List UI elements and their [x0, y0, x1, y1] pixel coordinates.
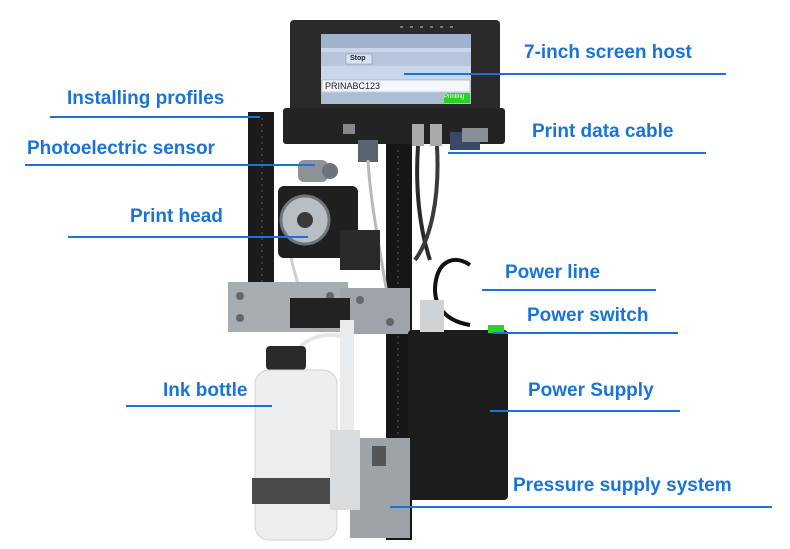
leader-power-supply: [490, 410, 680, 412]
stop-button[interactable]: Stop: [350, 55, 366, 62]
label-power-line: Power line: [505, 262, 601, 283]
leader-ink-bottle: [126, 405, 272, 407]
status-text: Printing: [444, 94, 465, 100]
label-installing-profiles: Installing profiles: [67, 88, 225, 109]
leader-print-head: [68, 236, 308, 238]
leader-screen-host: [404, 73, 726, 75]
label-print-data-cable: Print data cable: [532, 121, 674, 142]
label-pressure-supply: Pressure supply system: [513, 475, 732, 496]
leader-installing-profiles: [50, 116, 260, 118]
screen-host-base: [283, 108, 505, 144]
label-ink-bottle: Ink bottle: [163, 380, 248, 401]
leader-photoelectric-sensor: [25, 164, 315, 166]
label-print-head: Print head: [130, 206, 223, 227]
label-screen-host: 7-inch screen host: [524, 42, 692, 63]
leader-power-switch: [494, 332, 678, 334]
label-power-switch: Power switch: [527, 305, 649, 326]
leader-power-line: [482, 289, 656, 291]
message-text: PRINABC123: [325, 81, 381, 91]
leader-pressure-supply: [390, 506, 772, 508]
label-photoelectric-sensor: Photoelectric sensor: [27, 138, 215, 159]
label-power-supply: Power Supply: [528, 380, 654, 401]
leader-print-data-cable: [448, 152, 706, 154]
